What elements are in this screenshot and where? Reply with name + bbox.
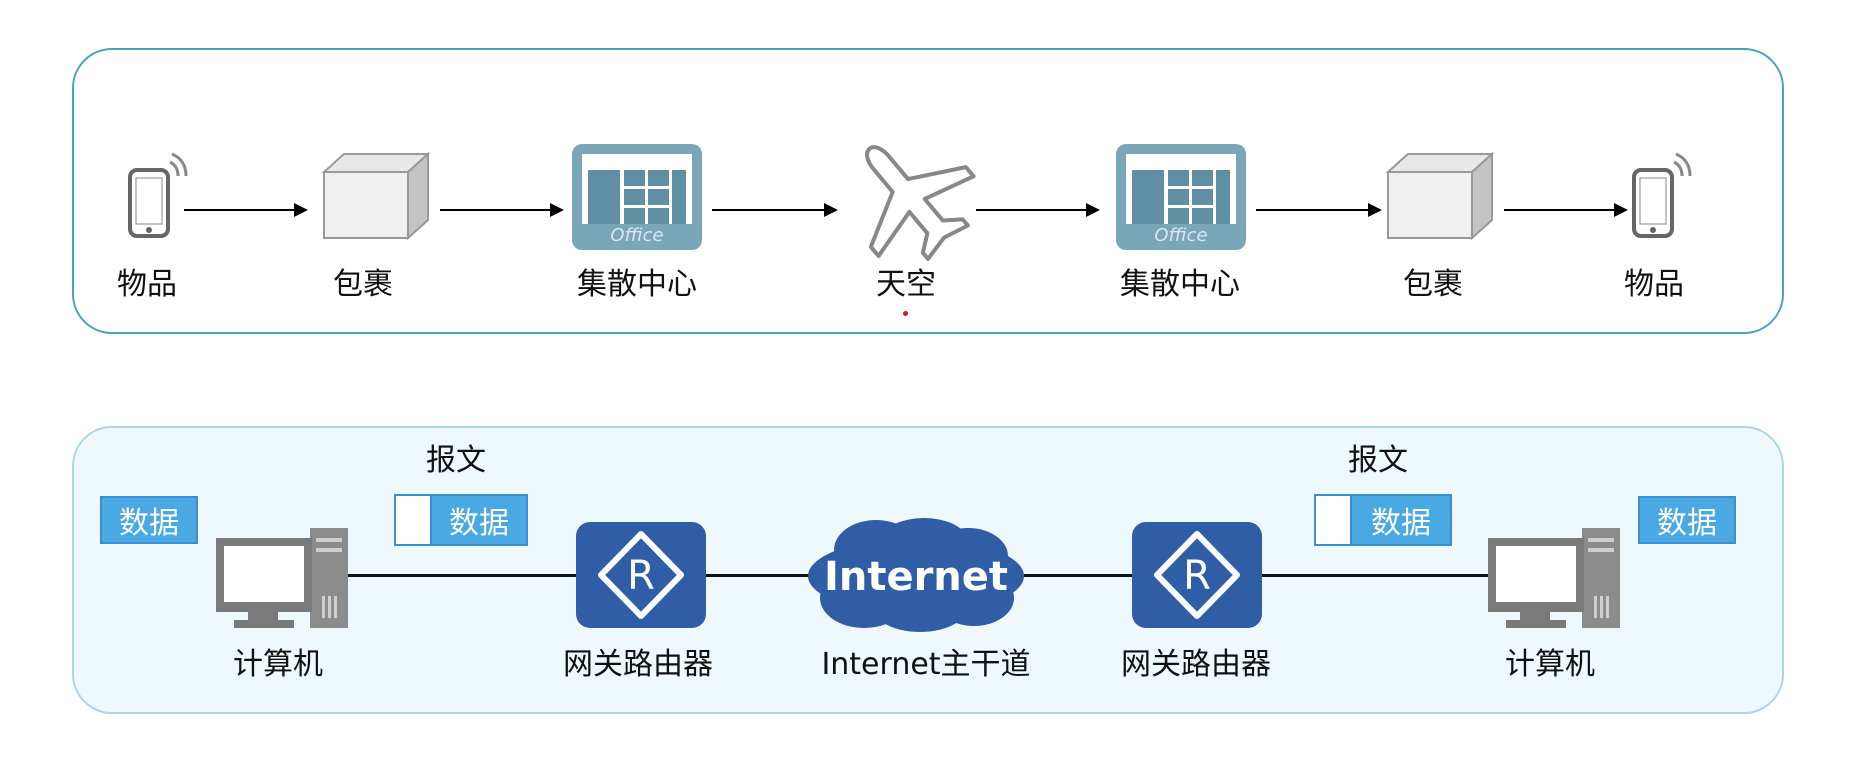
label-item: 物品 [1624,267,1684,302]
network-link [1024,574,1136,577]
data-badge: 数据 [100,496,198,544]
flow-arrow [712,203,838,217]
flow-arrow [440,203,564,217]
router-icon: R [1132,522,1262,628]
packet-header [1316,496,1352,544]
label-package: 包裹 [333,267,393,302]
office-building-icon: Office [1116,144,1246,250]
office-text: Office [610,225,663,246]
label-internet-backbone: Internet主干道 [821,647,1031,682]
packet-header [396,496,432,544]
network-link [1262,574,1492,577]
packet: 数据 [394,494,528,546]
packet: 数据 [1314,494,1452,546]
cloud-text: Internet [824,554,1008,600]
flow-arrow [184,203,308,217]
router-icon: R [576,522,706,628]
flow-arrow [976,203,1100,217]
label-hub: 集散中心 [577,267,697,302]
label-package: 包裹 [1403,267,1463,302]
data-badge: 数据 [1638,496,1736,544]
packet-label: 报文 [1348,443,1408,478]
package-box-icon [322,152,431,241]
label-computer: 计算机 [1505,647,1595,682]
packet-label: 报文 [426,443,486,478]
airplane-icon [865,145,976,261]
label-sky: 天空 [876,267,936,302]
router-letter: R [1183,553,1211,599]
phone-icon [128,152,188,238]
label-computer: 计算机 [233,647,323,682]
router-letter: R [627,553,655,599]
marker-dot [903,311,908,316]
network-link [346,574,578,577]
network-link [704,574,812,577]
label-item: 物品 [117,267,177,302]
label-gateway-router: 网关路由器 [563,647,713,682]
packet-data: 数据 [432,496,526,544]
office-text: Office [1154,225,1207,246]
computer-icon [1488,528,1620,628]
office-building-icon: Office [572,144,702,250]
package-box-icon [1386,152,1495,241]
computer-icon [216,528,348,628]
label-hub: 集散中心 [1120,267,1240,302]
internet-cloud-icon: Internet [808,518,1024,632]
packet-data: 数据 [1352,496,1450,544]
flow-arrow [1504,203,1628,217]
label-gateway-router: 网关路由器 [1121,647,1271,682]
flow-arrow [1256,203,1382,217]
phone-icon [1632,152,1692,238]
